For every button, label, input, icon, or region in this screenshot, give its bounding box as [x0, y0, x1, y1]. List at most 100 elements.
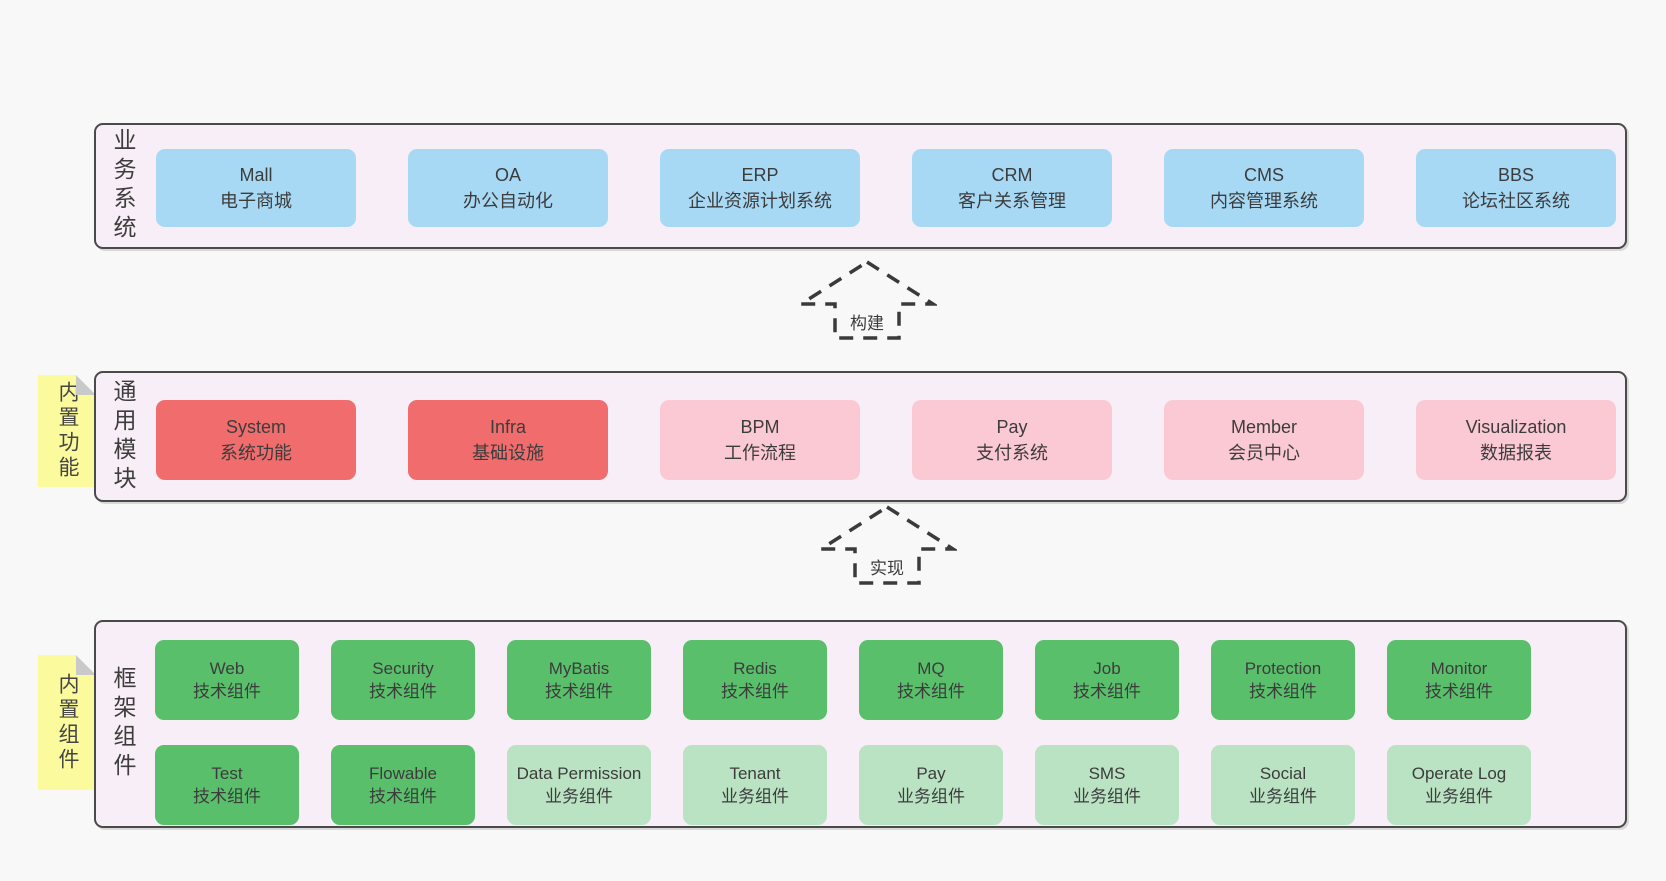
box-zh-label: 技术组件: [897, 682, 965, 701]
box-en-label: Monitor: [1430, 659, 1488, 678]
box-en-label: Web: [209, 659, 245, 678]
box-mybatis: MyBatis 技术组件: [507, 640, 651, 720]
panel-business-label: 业务系统: [110, 128, 136, 244]
box-infra: Infra 基础设施: [408, 400, 608, 480]
box-en-label: Redis: [733, 659, 777, 678]
panel-common-modules: 通用模块 System 系统功能 Infra 基础设施 BPM 工作流程 Pay…: [94, 371, 1627, 502]
box-tenant: Tenant 业务组件: [683, 745, 827, 825]
box-zh-label: 论坛社区系统: [1462, 191, 1570, 211]
box-zh-label: 技术组件: [193, 682, 261, 701]
box-bpm: BPM 工作流程: [660, 400, 860, 480]
sticky-note-builtin-functions: 内置功能: [38, 375, 96, 487]
dashed-up-arrow-icon: [797, 259, 937, 340]
sticky-note-builtin-components: 内置组件: [38, 655, 96, 790]
box-mall: Mall 电子商城: [156, 149, 356, 227]
box-en-label: CRM: [991, 165, 1033, 185]
box-erp: ERP 企业资源计划系统: [660, 149, 860, 227]
box-en-label: Flowable: [368, 764, 438, 783]
arrow-implement-label: 实现: [867, 554, 907, 579]
box-zh-label: 电子商城: [220, 191, 292, 211]
box-zh-label: 系统功能: [220, 443, 292, 463]
box-en-label: MyBatis: [548, 659, 610, 678]
box-web: Web 技术组件: [155, 640, 299, 720]
box-en-label: MQ: [917, 659, 945, 678]
box-en-label: Mall: [239, 165, 273, 185]
folded-corner-icon: [76, 655, 96, 675]
box-zh-label: 技术组件: [545, 682, 613, 701]
panel-modules-label: 通用模块: [110, 378, 136, 495]
box-zh-label: 业务组件: [1249, 787, 1317, 806]
box-en-label: Data Permission: [516, 764, 642, 783]
box-protection: Protection 技术组件: [1211, 640, 1355, 720]
box-en-label: Security: [372, 659, 434, 678]
panel-components-label: 框架组件: [110, 666, 136, 782]
box-en-label: OA: [494, 165, 521, 185]
box-zh-label: 数据报表: [1480, 443, 1552, 463]
box-zh-label: 企业资源计划系统: [688, 191, 832, 211]
box-zh-label: 支付系统: [976, 443, 1048, 463]
box-en-label: ERP: [741, 165, 779, 185]
box-zh-label: 工作流程: [724, 443, 796, 463]
box-en-label: BPM: [740, 417, 780, 437]
box-en-label: Job: [1093, 659, 1121, 678]
box-flowable: Flowable 技术组件: [331, 745, 475, 825]
box-en-label: Test: [211, 764, 243, 783]
box-zh-label: 技术组件: [369, 787, 437, 806]
box-zh-label: 业务组件: [1073, 787, 1141, 806]
box-operate-log: Operate Log 业务组件: [1387, 745, 1531, 825]
box-zh-label: 会员中心: [1228, 443, 1300, 463]
box-visualization: Visualization 数据报表: [1416, 400, 1616, 480]
box-bbs: BBS 论坛社区系统: [1416, 149, 1616, 227]
box-zh-label: 技术组件: [1073, 682, 1141, 701]
box-system: System 系统功能: [156, 400, 356, 480]
box-zh-label: 技术组件: [369, 682, 437, 701]
note-text: 内置组件: [56, 672, 79, 773]
box-en-label: Member: [1230, 417, 1297, 437]
box-en-label: Visualization: [1465, 417, 1567, 437]
box-zh-label: 业务组件: [1425, 787, 1493, 806]
panel-framework-components: 框架组件 Web 技术组件 Security 技术组件 MyBatis 技术组件…: [94, 620, 1627, 828]
box-zh-label: 办公自动化: [463, 191, 553, 211]
arrow-implement: 实现: [817, 504, 957, 586]
box-zh-label: 技术组件: [1249, 682, 1317, 701]
box-zh-label: 基础设施: [472, 443, 544, 463]
box-en-label: Social: [1259, 764, 1307, 783]
box-en-label: Infra: [489, 417, 527, 437]
box-zh-label: 业务组件: [545, 787, 613, 806]
box-job: Job 技术组件: [1035, 640, 1179, 720]
box-social: Social 业务组件: [1211, 745, 1355, 825]
box-monitor: Monitor 技术组件: [1387, 640, 1531, 720]
box-cms: CMS 内容管理系统: [1164, 149, 1364, 227]
box-en-label: Pay: [916, 764, 946, 783]
box-member: Member 会员中心: [1164, 400, 1364, 480]
box-sms: SMS 业务组件: [1035, 745, 1179, 825]
box-zh-label: 技术组件: [1425, 682, 1493, 701]
box-zh-label: 业务组件: [721, 787, 789, 806]
panel-business-systems: 业务系统 Mall 电子商城 OA 办公自动化 ERP 企业资源计划系统 CRM…: [94, 123, 1627, 249]
box-en-label: BBS: [1497, 165, 1535, 185]
box-en-label: Pay: [996, 417, 1028, 437]
box-pay-component: Pay 业务组件: [859, 745, 1003, 825]
box-zh-label: 技术组件: [193, 787, 261, 806]
box-en-label: Operate Log: [1411, 764, 1507, 783]
box-en-label: Protection: [1244, 659, 1322, 678]
box-en-label: Tenant: [729, 764, 781, 783]
arrow-build-label: 构建: [847, 309, 887, 334]
box-zh-label: 客户关系管理: [958, 191, 1066, 211]
box-pay-system: Pay 支付系统: [912, 400, 1112, 480]
box-mq: MQ 技术组件: [859, 640, 1003, 720]
box-test: Test 技术组件: [155, 745, 299, 825]
box-oa: OA 办公自动化: [408, 149, 608, 227]
box-zh-label: 技术组件: [721, 682, 789, 701]
box-zh-label: 业务组件: [897, 787, 965, 806]
box-en-label: CMS: [1244, 165, 1284, 185]
box-data-permission: Data Permission 业务组件: [507, 745, 651, 825]
box-en-label: SMS: [1088, 764, 1126, 783]
box-security: Security 技术组件: [331, 640, 475, 720]
note-text: 内置功能: [56, 381, 79, 481]
dashed-up-arrow-icon: [817, 504, 957, 585]
folded-corner-icon: [76, 375, 96, 395]
box-en-label: System: [225, 417, 286, 437]
box-redis: Redis 技术组件: [683, 640, 827, 720]
